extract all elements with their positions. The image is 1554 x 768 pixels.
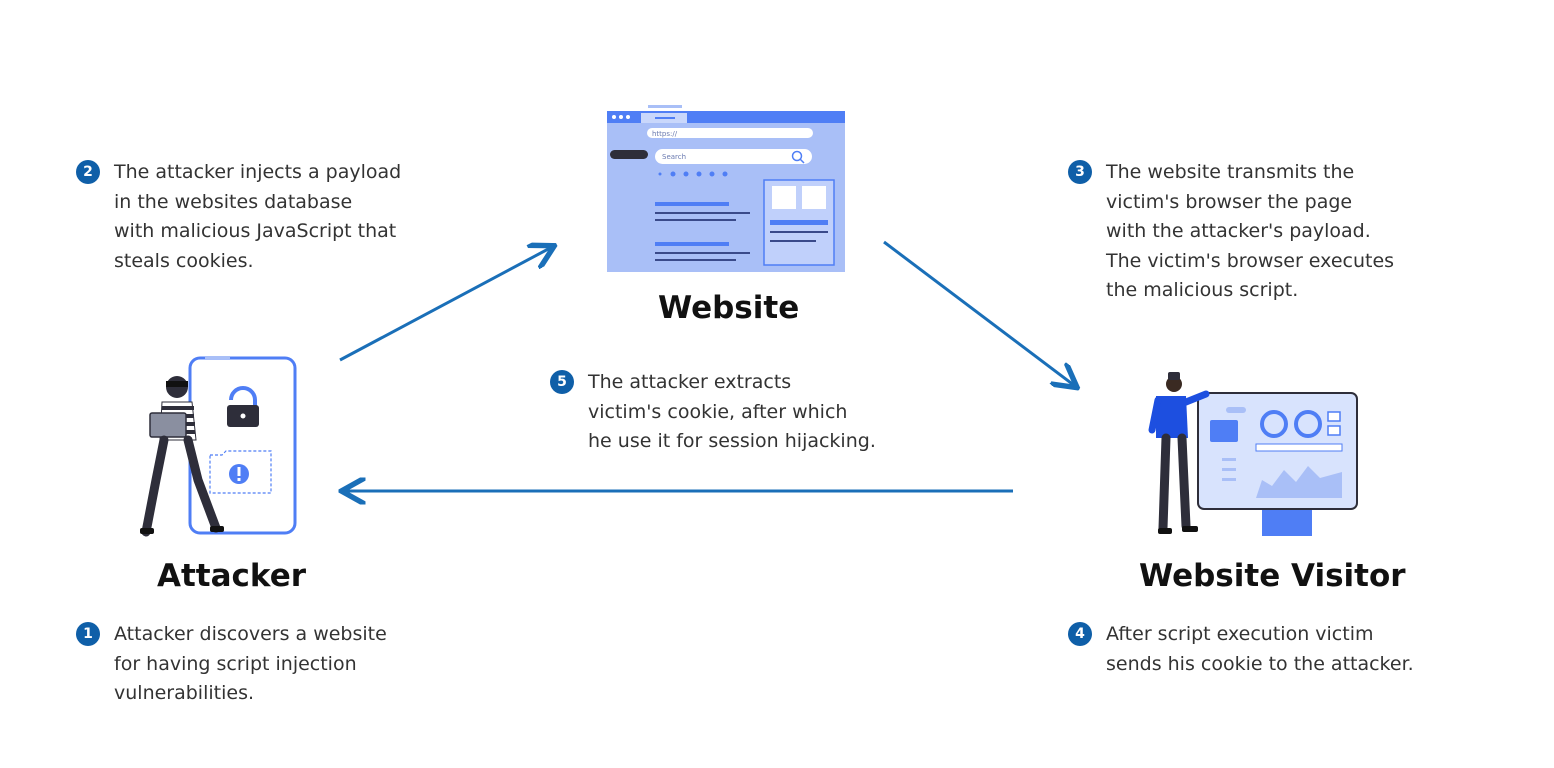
step-3: 3 The website transmits the victim's bro… (1068, 158, 1394, 306)
step-line: for having script injection (114, 652, 357, 675)
browser-url-text: https:// (652, 130, 678, 138)
visitor-figure-icon (1148, 372, 1210, 534)
step-number-badge: 3 (1068, 160, 1092, 184)
step-1: 1 Attacker discovers a website for havin… (76, 620, 387, 709)
step-5: 5 The attacker extracts victim's cookie,… (550, 368, 876, 457)
browser-window-illustration (607, 105, 845, 272)
website-visitor-title: Website Visitor (1139, 558, 1406, 594)
arrow-website-to-visitor (883, 240, 1075, 386)
step-number-badge: 1 (76, 622, 100, 646)
step-line: The attacker extracts (588, 371, 792, 393)
step-line: with the attacker's payload. (1106, 220, 1371, 242)
step-line: victim's browser the page (1106, 190, 1353, 213)
website-title: Website (658, 290, 800, 326)
step-line: he use it for session hijacking. (588, 430, 876, 452)
step-number-badge: 5 (550, 370, 574, 394)
step-line: The victim's browser executes (1106, 249, 1395, 272)
monitor-dashboard-illustration (1197, 392, 1358, 536)
step-2: 2 The attacker injects a payload in the … (76, 158, 401, 276)
attacker-title: Attacker (157, 558, 307, 594)
step-line: steals cookies. (114, 249, 254, 272)
step-description: The attacker extracts victim's cookie, a… (588, 368, 876, 457)
step-line: sends his cookie to the attacker. (1106, 652, 1414, 675)
step-line: After script execution victim (1106, 623, 1374, 645)
step-4: 4 After script execution victim sends hi… (1068, 620, 1414, 679)
step-line: the malicious script. (1106, 279, 1299, 301)
arrow-attacker-to-website (339, 247, 552, 362)
step-line: The attacker injects a payload (114, 161, 402, 183)
step-line: with malicious JavaScript that (114, 220, 397, 242)
step-number-badge: 2 (76, 160, 100, 184)
step-number-badge: 4 (1068, 622, 1092, 646)
step-description: After script execution victim sends his … (1106, 620, 1414, 679)
browser-search-text: Search (662, 153, 686, 161)
step-line: in the websites database (114, 190, 353, 213)
step-line: Attacker discovers a website (114, 623, 387, 645)
attacker-phone-illustration (188, 356, 297, 535)
hacker-figure-icon (140, 376, 224, 537)
step-description: The website transmits the victim's brows… (1106, 158, 1394, 306)
step-line: vulnerabilities. (114, 682, 255, 704)
step-line: victim's cookie, after which (588, 400, 848, 423)
step-description: Attacker discovers a website for having … (114, 620, 387, 709)
step-line: The website transmits the (1106, 161, 1355, 183)
step-description: The attacker injects a payload in the we… (114, 158, 401, 276)
